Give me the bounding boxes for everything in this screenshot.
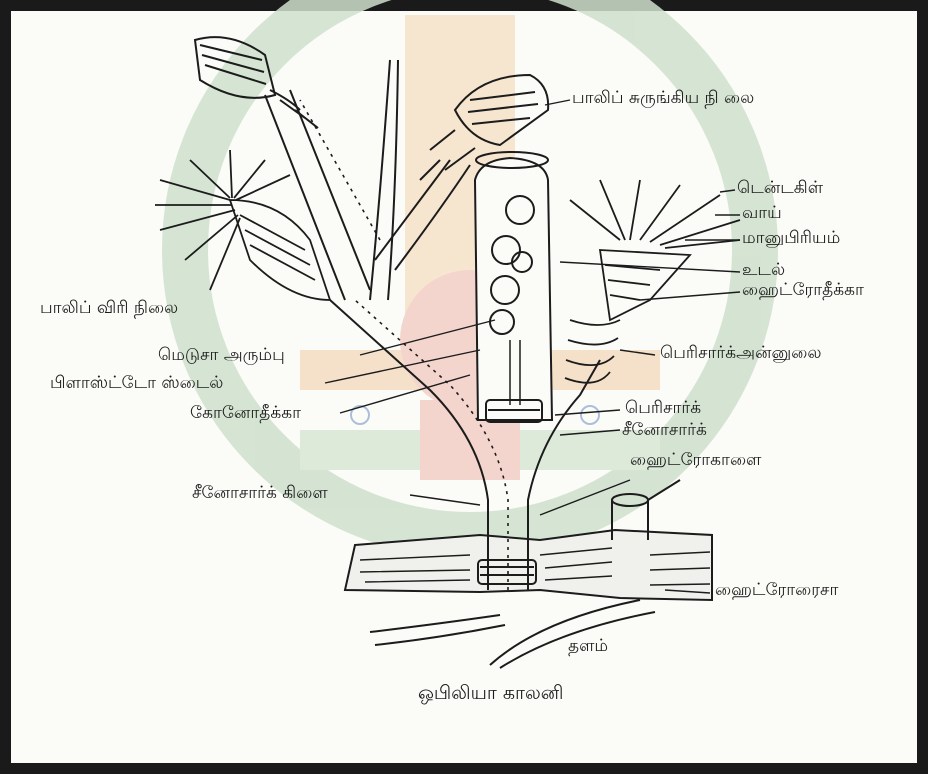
label-hydrotheca: ஹைட்ரோதீக்கா xyxy=(742,282,864,299)
label-perisarc: பெரிசார்க் xyxy=(625,400,701,417)
label-medusa-bud: மெடுசா அரும்பு xyxy=(158,347,285,364)
figure-caption: ஒபிலியா காலனி xyxy=(418,682,563,707)
label-perisarc-rings: பெரிசார்க்அன்னுலை xyxy=(660,345,821,362)
label-polyp-expanded: பாலிப் விரி நிலை xyxy=(40,300,178,317)
label-blastostyle: பிளாஸ்ட்டோ ஸ்டைல் xyxy=(50,375,223,392)
label-polyp-contracted: பாலிப் சுருங்கிய நி லை xyxy=(572,90,754,107)
label-hydrorhiza: ஹைட்ரோரைசா xyxy=(715,582,838,599)
gonotheca xyxy=(475,152,552,422)
label-coenosarc-branch: சீனோசார்க் கிளை xyxy=(192,485,328,502)
label-mouth: வாய் xyxy=(742,205,782,222)
label-tentacles: டென்டகிள் xyxy=(737,180,823,197)
label-gonotheca: கோனோதீக்கா xyxy=(190,405,301,422)
label-hydrocaulus: ஹைட்ரோகாளை xyxy=(630,452,761,469)
label-substratum: தளம் xyxy=(568,638,608,655)
label-body: உடல் xyxy=(742,262,785,279)
label-coenosarc: சீனோசார்க் xyxy=(622,422,707,439)
label-manubrium: மானுபிரியம் xyxy=(742,230,840,247)
